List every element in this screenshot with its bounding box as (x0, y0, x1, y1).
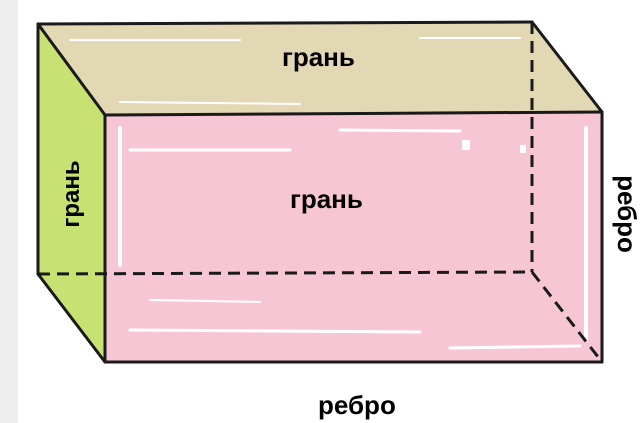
hidden-edge-diagonal (530, 271, 604, 363)
side-face-label: грань (58, 160, 85, 228)
edge-bottom-left-diagonal (36, 272, 107, 364)
top-face-label: грань (282, 42, 355, 72)
hidden-edges (37, 22, 604, 363)
front-face-label: грань (290, 184, 363, 214)
top-face-highlights (69, 37, 521, 105)
hidden-edge-horizontal (37, 270, 533, 276)
front-face (105, 112, 602, 362)
side-face (38, 24, 105, 362)
front-face-highlights (118, 126, 588, 350)
edge-top-left-diagonal (36, 22, 107, 117)
right-edge-label: ребро (612, 175, 642, 253)
visible-edges (36, 20, 604, 364)
edge-top-right-diagonal (530, 20, 604, 114)
bottom-edge-label: ребро (318, 390, 396, 420)
edge-top-back (36, 20, 534, 26)
edge-front-top (103, 110, 604, 117)
top-face (38, 22, 602, 115)
